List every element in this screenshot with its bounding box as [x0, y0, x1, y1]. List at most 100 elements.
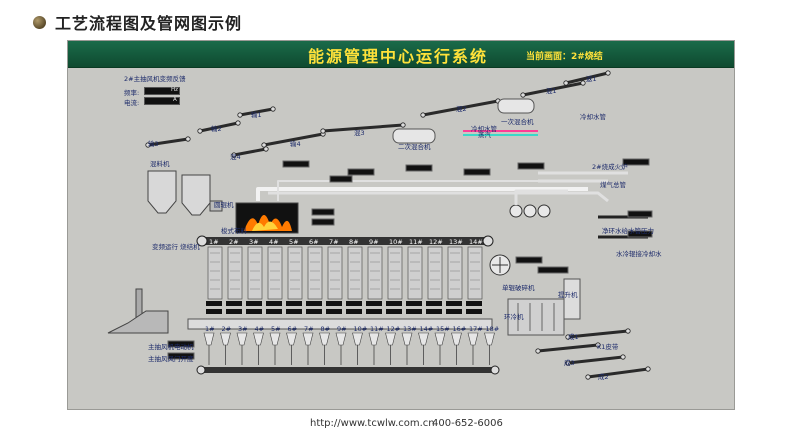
return-1-label: 返1: [586, 75, 597, 83]
belt-mix-4-end-b: [263, 146, 269, 152]
belt-4: [262, 132, 325, 147]
windbox-top-label: 3#: [249, 238, 259, 246]
gas-value-2: [405, 164, 433, 172]
dust-hopper-10: [352, 332, 363, 346]
mix-4-label: 混4: [230, 153, 241, 161]
windbox-bottom-label: 14#: [419, 325, 434, 333]
windbox-bottom-label: 17#: [469, 325, 483, 333]
belt-return-1: [564, 71, 610, 85]
windbox-bottom-label: 6#: [287, 325, 298, 333]
fan-1-icon: [509, 204, 523, 218]
purify-pressure-label: 净环水给水管压力: [602, 227, 654, 235]
secondary-mixer-drum: [392, 128, 436, 144]
dust-hopper-8: [319, 332, 330, 346]
windbox-5: [287, 246, 303, 300]
windbox-11: [407, 246, 423, 300]
current-label: 电流:: [124, 99, 140, 107]
windbox-2-value-a: [226, 301, 242, 306]
lift-tower: [563, 278, 581, 320]
windbox-6-value-a: [306, 301, 322, 306]
belt-mix-1: [521, 81, 585, 97]
belt-k1-end-b: [625, 328, 631, 334]
belt-3-end-a: [145, 142, 151, 148]
windbox-11-value-b: [406, 309, 422, 314]
belt-4-end-a: [261, 142, 267, 148]
windbox-bottom-label: 11#: [370, 325, 384, 333]
belt-2-label: 输2: [211, 125, 222, 133]
windbox-bottom-label: 1#: [205, 325, 215, 333]
process-diagram: [107, 70, 653, 380]
windbox-7-value-b: [326, 309, 342, 314]
gas-value-3: [463, 168, 491, 176]
windbox-top-label: 1#: [209, 238, 219, 246]
windbox-10-value-b: [386, 309, 402, 314]
mix-3-label: 混3: [354, 129, 365, 137]
windbox-3: [247, 246, 263, 300]
dust-conveyor: [198, 367, 498, 373]
cooled-belt-label: 冷却水管: [471, 125, 497, 133]
flame-core-icon: [252, 221, 278, 231]
silo-1: [147, 170, 177, 214]
current-screen-label: 当前画面：2#烧结: [526, 52, 603, 62]
windbox-4-value-b: [266, 309, 282, 314]
round-roll-label: 圆辊机: [214, 201, 234, 209]
belt-return-1-end-a: [563, 80, 569, 86]
belt-mix-2: [421, 99, 500, 117]
windbox-7-value-a: [326, 301, 342, 306]
water-cool-label: 水冷辊接冷却水: [616, 250, 662, 258]
furnace-temp-1: [311, 208, 335, 216]
fan-valve-label: 主抽风风门开度: [148, 355, 194, 363]
windbox-12-value-a: [426, 301, 442, 306]
belt-mix-3-end-a: [320, 128, 326, 134]
footer-tel: 400-652-6006: [432, 418, 503, 429]
silo-2: [181, 174, 211, 216]
b2-label: 成2: [598, 373, 609, 381]
windbox-bottom-label: 7#: [304, 325, 314, 333]
windbox-bottom-label: 8#: [320, 325, 331, 333]
gas-value-4: [517, 162, 545, 170]
furnace-2-label: 2#烧成火炉: [592, 163, 628, 171]
dust-hopper-16: [451, 332, 462, 346]
windbox-top-label: 12#: [429, 238, 443, 246]
belt-b2-end-b: [645, 366, 651, 372]
gas-value-1: [347, 168, 375, 176]
windbox-5-value-a: [286, 301, 302, 306]
dust-hopper-6: [286, 332, 297, 346]
round-roll: [209, 200, 223, 212]
windbox-11-value-a: [406, 301, 422, 306]
single-crusher-label: 单辊破碎机: [502, 284, 535, 292]
belt-mix-1-end-a: [520, 92, 526, 98]
furnace-temp-2: [311, 218, 335, 226]
belt-4-label: 输4: [290, 140, 301, 148]
belt-1-end-a: [237, 112, 243, 118]
primary-mixer-label: 一次混合机: [501, 118, 534, 126]
belt-return-1-end-b: [605, 70, 611, 76]
coal-gas-label: 煤气总管: [600, 181, 626, 189]
gas-value-5: [282, 160, 310, 168]
mix-1-label: 混1: [546, 87, 557, 95]
fan-motor-label: 主抽风机电动机: [148, 343, 194, 351]
crusher-value: [515, 256, 543, 264]
belt-3: [146, 137, 190, 147]
dust-hopper-5: [269, 332, 281, 346]
belt-3-end-b: [185, 136, 191, 142]
belt-k1-end-a: [565, 334, 571, 340]
windbox-4-value-a: [266, 301, 282, 306]
windbox-14-value-b: [466, 309, 482, 314]
windbox-3-value-a: [246, 301, 262, 306]
windbox-9-value-b: [366, 309, 382, 314]
vfd-cooler-label: 变频运行 烧结机: [152, 243, 200, 251]
fan-valve-value: [167, 352, 195, 360]
windbox-9-value-a: [366, 301, 382, 306]
dust-hopper-2: [220, 332, 231, 346]
fan-vfd-panel-title: 2#主抽风机变频反馈: [124, 75, 186, 83]
belt-cloth-label: 梭式布料: [221, 227, 247, 235]
belt-2-end-a: [197, 128, 203, 134]
dust-conveyor-wheel-left: [196, 365, 206, 375]
windbox-top-label: 5#: [289, 238, 299, 246]
windbox-bottom-label: 15#: [436, 325, 450, 333]
windbox-bottom-label: 16#: [452, 325, 467, 333]
dust-hopper-11: [368, 332, 380, 346]
footer-url[interactable]: http://www.tcwlw.com.cn: [310, 418, 435, 429]
windbox-6-value-b: [306, 309, 322, 314]
